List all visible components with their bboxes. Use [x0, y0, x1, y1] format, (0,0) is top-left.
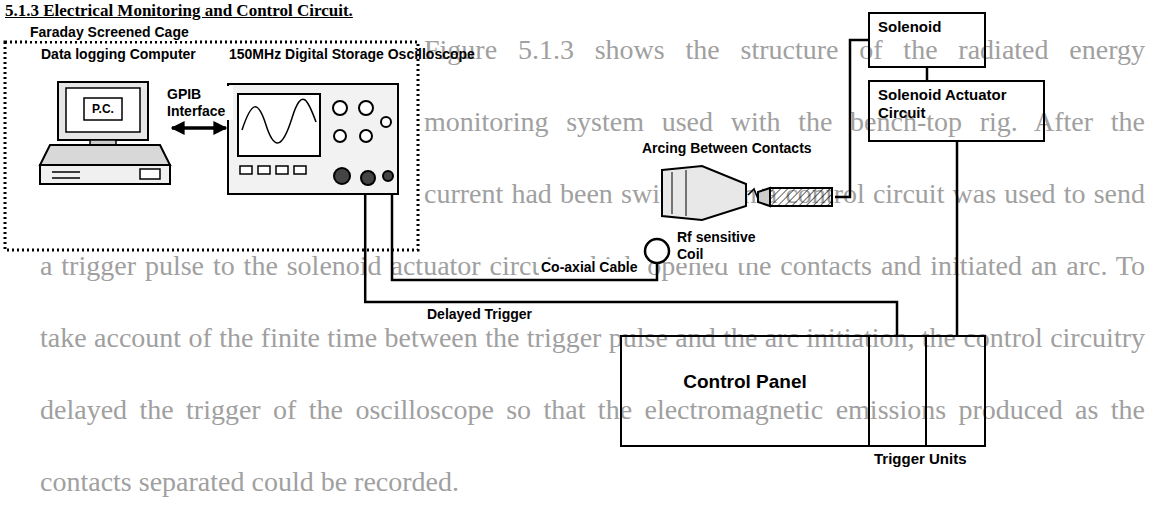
connector — [956, 142, 959, 335]
trigger-units: Trigger Units — [868, 335, 986, 447]
node-label: Solenoid — [878, 18, 976, 36]
section-heading: 5.1.3 Electrical Monitoring and Control … — [5, 1, 353, 21]
actuator-box: Solenoid Actuator Circuit — [868, 80, 1045, 142]
screened-cage: Faraday Screened CageData logging Comput… — [5, 24, 418, 250]
node-label: Rf sensitive Coil — [677, 229, 757, 263]
cage-outline — [5, 42, 418, 250]
node-label: Trigger Units — [872, 450, 969, 468]
contacts: Arcing Between Contacts — [640, 140, 835, 222]
node-label: Control Panel — [683, 371, 807, 394]
edge-label: Co-axial Cable — [539, 259, 639, 276]
coil-symbol — [645, 239, 669, 263]
node-label: Faraday Screened Cage — [27, 24, 192, 41]
oscilloscope: 150MHz Digital Storage Oscilloscope — [226, 46, 400, 194]
contacts-symbol — [662, 166, 832, 220]
computer: Data logging ComputerP.C. — [38, 46, 172, 186]
control-panel: Control Panel — [620, 335, 870, 447]
rf-coil: Rf sensitive Coil — [645, 239, 669, 263]
node-label: Solenoid Actuator Circuit — [878, 86, 1035, 122]
oscilloscope-symbol — [228, 84, 398, 194]
connector — [365, 194, 897, 335]
solenoid-box: Solenoid — [868, 12, 986, 68]
edge-label: Delayed Trigger — [425, 306, 534, 323]
node-label: Arcing Between Contacts — [640, 140, 814, 157]
screen-label: P.C. — [84, 98, 122, 120]
connector — [172, 126, 226, 130]
connector — [835, 40, 868, 197]
connector — [926, 68, 929, 80]
pc-symbol — [40, 82, 170, 184]
edge-label: GPIB Interface — [165, 86, 233, 120]
unit-divider — [925, 335, 927, 447]
node-label: Data logging Computer — [38, 46, 148, 63]
connector — [392, 194, 657, 280]
node-label: 150MHz Digital Storage Oscilloscope — [226, 46, 408, 63]
